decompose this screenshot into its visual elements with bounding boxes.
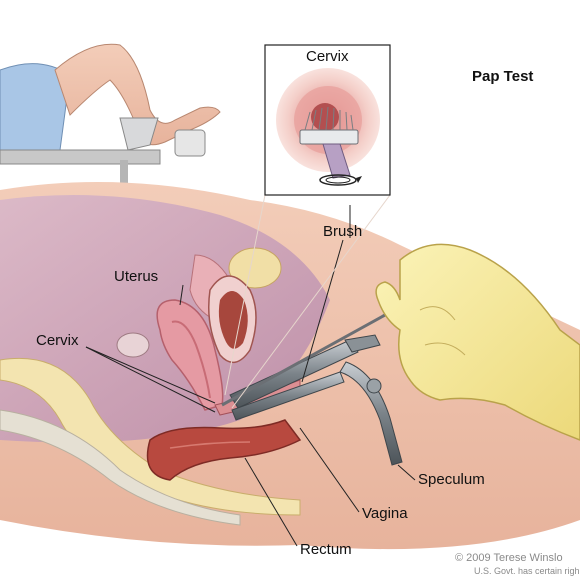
speculum-label: Speculum xyxy=(418,471,485,488)
rights-line: U.S. Govt. has certain righ xyxy=(474,566,580,576)
uterus xyxy=(156,299,224,411)
copyright-line: © 2009 Terese Winslo xyxy=(455,552,563,564)
ovary xyxy=(116,332,150,358)
vagina-label: Vagina xyxy=(362,505,408,522)
inset-connector-lines xyxy=(224,194,391,409)
cervix-inset xyxy=(264,44,391,196)
speculum xyxy=(229,334,403,466)
cervix-label: Cervix xyxy=(36,332,79,349)
gloved-hand xyxy=(375,243,580,441)
figure-title: Pap Test xyxy=(472,68,534,85)
patient-on-exam-table xyxy=(0,43,221,188)
brush-label: Brush xyxy=(323,223,363,240)
rectum xyxy=(146,419,302,481)
uterus-label: Uterus xyxy=(114,268,159,285)
label-leader-lines xyxy=(85,205,416,547)
rectum-label: Rectum xyxy=(300,541,352,558)
inset-cervix-label: Cervix xyxy=(306,48,349,65)
